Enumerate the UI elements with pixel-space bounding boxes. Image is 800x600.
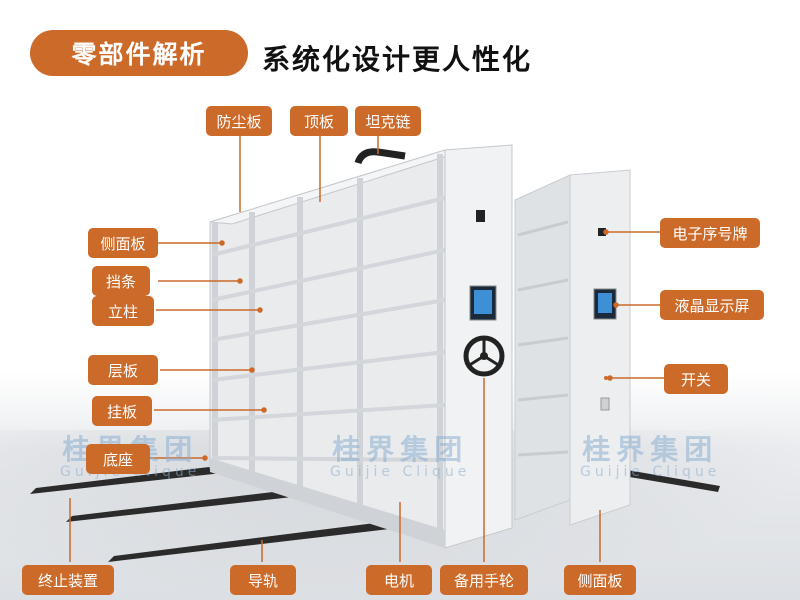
label-lcd-screen: 液晶显示屏 — [660, 290, 764, 320]
section-subtitle: 系统化设计更人性化 — [262, 43, 533, 76]
front-number-plate — [476, 210, 485, 222]
label-shelf: 层板 — [88, 355, 158, 385]
label-dust-board: 防尘板 — [206, 106, 272, 136]
label-side-panel-left: 侧面板 — [88, 228, 158, 258]
label-side-panel-bottom: 侧面板 — [564, 565, 636, 595]
label-motor: 电机 — [366, 565, 432, 595]
rear-end-panel — [569, 169, 631, 526]
label-electronic-number-plate: 电子序号牌 — [660, 218, 760, 248]
leader-lines — [69, 136, 664, 562]
watermark-right: 桂界集团 Guijie Clique — [580, 433, 721, 480]
label-switch: 开关 — [664, 364, 728, 394]
rear-number-plate — [598, 228, 606, 236]
front-cabinet — [209, 144, 513, 549]
watermark-center: 桂界集团 Guijie Clique — [330, 433, 471, 480]
label-retaining-strip: 挡条 — [92, 266, 150, 296]
rear-cabinet — [514, 169, 631, 526]
tank-chain — [354, 148, 406, 165]
label-top-board: 顶板 — [290, 106, 348, 136]
label-column: 立柱 — [92, 296, 154, 326]
guide-rail-3 — [108, 516, 432, 562]
label-guide-rail: 导轨 — [230, 565, 296, 595]
base — [210, 458, 445, 548]
rear-lock — [600, 397, 610, 411]
rear-switch — [604, 376, 608, 380]
front-end-panel — [444, 144, 513, 549]
label-terminal-device: 终止装置 — [22, 565, 114, 595]
label-base: 底座 — [86, 444, 150, 474]
handwheel — [463, 335, 505, 377]
label-hanging-board: 挂板 — [92, 396, 152, 426]
front-lcd-display — [474, 290, 492, 314]
guide-rail-1 — [30, 462, 250, 494]
section-title-badge: 零部件解析 — [30, 30, 248, 76]
shelves — [211, 196, 446, 462]
rear-lcd-display — [598, 293, 612, 313]
label-spare-handwheel: 备用手轮 — [440, 565, 528, 595]
label-tank-chain: 坦克链 — [355, 106, 421, 136]
